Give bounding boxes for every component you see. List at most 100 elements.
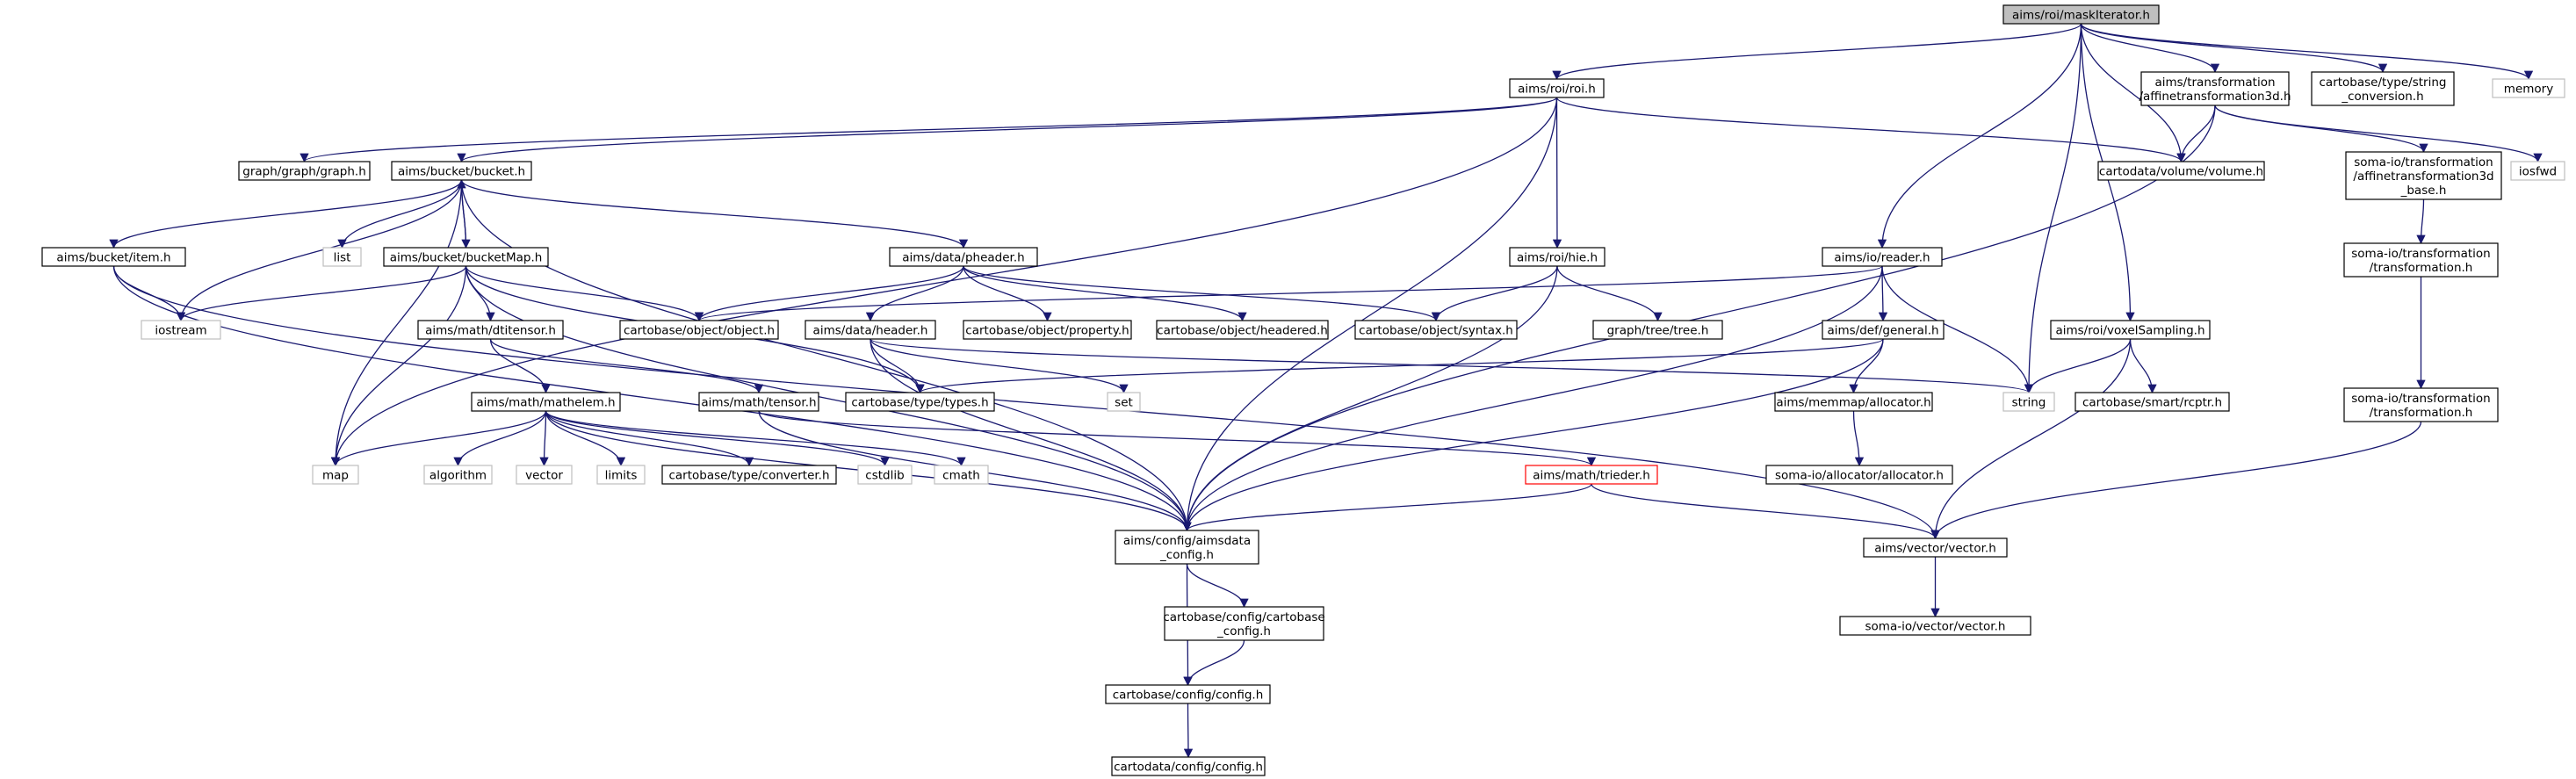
node-box bbox=[238, 161, 371, 181]
edge-configh-to-cartodataconfig bbox=[1183, 703, 1194, 759]
edge-mathelem-to-limits bbox=[545, 410, 626, 467]
node-box bbox=[312, 465, 359, 485]
node-label: aims/vector/vector.h bbox=[1874, 542, 1996, 556]
edge-bucketmap-to-bucket bbox=[457, 178, 467, 249]
node-maskiterator[interactable]: aims/roi/maskIterator.h bbox=[2002, 4, 2160, 25]
node-box bbox=[845, 392, 995, 412]
node-cartobaseconfig[interactable]: cartobase/config/cartobase_config.h bbox=[1163, 606, 1325, 641]
edge-reader-to-string bbox=[1881, 265, 2034, 394]
node-box bbox=[1774, 392, 1933, 412]
node-label: graph/graph/graph.h bbox=[242, 165, 366, 179]
node-object[interactable]: cartobase/object/object.h bbox=[619, 320, 779, 340]
node-mathelem[interactable]: aims/math/mathelem.h bbox=[471, 392, 621, 412]
node-box bbox=[1509, 247, 1605, 267]
edge-general-to-allocatorh bbox=[1849, 338, 1884, 394]
node-aimsdataconfig[interactable]: aims/config/aimsdata_config.h bbox=[1115, 530, 1259, 565]
node-configh[interactable]: cartobase/config/config.h bbox=[1105, 684, 1271, 704]
node-bucketmap[interactable]: aims/bucket/bucketMap.h bbox=[383, 247, 549, 267]
node-allocatorh[interactable]: aims/memmap/allocator.h bbox=[1774, 392, 1933, 412]
node-box bbox=[2311, 71, 2455, 106]
node-label: cartobase/type/converter.h bbox=[668, 469, 829, 483]
node-label: cartobase/config/cartobase_config.h bbox=[1163, 610, 1324, 638]
node-label: cartobase/type/types.h bbox=[851, 396, 988, 410]
node-tree[interactable]: graph/tree/tree.h bbox=[1592, 320, 1723, 340]
node-types[interactable]: cartobase/type/types.h bbox=[845, 392, 995, 412]
node-box bbox=[391, 161, 532, 181]
edge-pheader-to-object bbox=[694, 265, 964, 322]
node-box bbox=[1111, 756, 1266, 776]
node-headered[interactable]: cartobase/object/headered.h bbox=[1156, 320, 1329, 340]
node-graph[interactable]: graph/graph/graph.h bbox=[238, 161, 371, 181]
node-label: aims/roi/voxelSampling.h bbox=[2055, 324, 2204, 338]
node-hie[interactable]: aims/roi/hie.h bbox=[1509, 247, 1605, 267]
node-label: aims/data/header.h bbox=[813, 324, 928, 338]
node-box bbox=[383, 247, 549, 267]
edge-mathelem-to-vectorstd bbox=[539, 410, 549, 467]
edge-affinetrans-to-volume bbox=[2176, 105, 2216, 163]
node-bucket[interactable]: aims/bucket/bucket.h bbox=[391, 161, 532, 181]
edge-bucketmap-to-aimsdataconfig bbox=[465, 265, 1192, 532]
node-converter[interactable]: cartobase/type/converter.h bbox=[661, 465, 837, 485]
edge-item-to-iostream bbox=[112, 265, 186, 322]
node-label: cartobase/object/headered.h bbox=[1157, 324, 1328, 338]
edge-trieder-to-aimsvector bbox=[1591, 483, 1940, 540]
node-stringconv[interactable]: cartobase/type/string_conversion.h bbox=[2311, 71, 2455, 106]
node-syntax[interactable]: cartobase/object/syntax.h bbox=[1354, 320, 1518, 340]
node-label: soma-io/allocator/allocator.h bbox=[1775, 469, 1944, 483]
edge-voxelsampling-to-aimsvector bbox=[1930, 338, 2132, 540]
edge-roi-to-hie bbox=[1552, 97, 1562, 249]
node-reader[interactable]: aims/io/reader.h bbox=[1822, 247, 1943, 267]
edge-voxelsampling-to-rcptr bbox=[2129, 338, 2157, 394]
edge-hie-to-syntax bbox=[1431, 265, 1558, 322]
node-box bbox=[1115, 530, 1259, 565]
edge-aimsdataconfig-to-cartobaseconfig bbox=[1186, 563, 1249, 609]
edge-header-to-types bbox=[869, 338, 925, 394]
node-somaallocator[interactable]: soma-io/allocator/allocator.h bbox=[1765, 465, 1953, 485]
node-box bbox=[1164, 606, 1324, 641]
node-general[interactable]: aims/def/general.h bbox=[1822, 320, 1945, 340]
edge-tensor-to-trieder bbox=[758, 410, 1596, 467]
edge-roi-to-graph bbox=[299, 97, 1558, 163]
node-label: limits bbox=[605, 469, 638, 483]
node-rcptr[interactable]: cartobase/smart/rcptr.h bbox=[2075, 392, 2230, 412]
node-box bbox=[619, 320, 779, 340]
node-voxelsampling[interactable]: aims/roi/voxelSampling.h bbox=[2050, 320, 2211, 340]
node-volume[interactable]: cartodata/volume/volume.h bbox=[2097, 161, 2265, 181]
edge-bucketmap-to-map bbox=[330, 265, 467, 467]
node-label: aims/math/trieder.h bbox=[1533, 469, 1650, 483]
node-label: cartobase/type/string_conversion.h bbox=[2320, 76, 2447, 104]
node-tensor[interactable]: aims/math/tensor.h bbox=[698, 392, 819, 412]
edge-somatransformation2-to-aimsvector bbox=[1930, 421, 2422, 540]
node-cartodataconfig[interactable]: cartodata/config/config.h bbox=[1111, 756, 1266, 776]
edge-header-to-set bbox=[869, 338, 1129, 394]
node-box bbox=[934, 465, 989, 485]
node-property[interactable]: cartobase/object/property.h bbox=[963, 320, 1132, 340]
node-box bbox=[2002, 4, 2160, 25]
node-label: aims/bucket/bucket.h bbox=[398, 165, 525, 179]
node-map: map bbox=[312, 465, 359, 485]
node-box bbox=[2050, 320, 2211, 340]
node-dtitensor[interactable]: aims/math/dtitensor.h bbox=[417, 320, 564, 340]
node-label: cstdlib bbox=[865, 469, 904, 483]
node-somavector[interactable]: soma-io/vector/vector.h bbox=[1839, 616, 2031, 636]
node-header[interactable]: aims/data/header.h bbox=[805, 320, 936, 340]
node-somatransformation2[interactable]: soma-io/transformation/transformation.h bbox=[2343, 387, 2499, 422]
edge-bucket-to-item bbox=[109, 179, 463, 249]
node-algorithm: algorithm bbox=[423, 465, 493, 485]
node-somatransformation1[interactable]: soma-io/transformation/transformation.h bbox=[2343, 242, 2499, 278]
edge-trieder-to-aimsdataconfig bbox=[1182, 483, 1592, 532]
edge-header-to-aimsdataconfig bbox=[869, 338, 1192, 532]
node-box bbox=[141, 320, 221, 340]
node-somaaffinebase[interactable]: soma-io/transformation/affinetransformat… bbox=[2345, 151, 2502, 200]
node-affinetrans[interactable]: aims/transformation/affinetransformation… bbox=[2139, 71, 2291, 106]
node-limits: limits bbox=[596, 465, 646, 485]
node-aimsvector[interactable]: aims/vector/vector.h bbox=[1863, 537, 2008, 558]
edge-maskiterator-to-memory bbox=[2080, 23, 2534, 81]
node-pheader[interactable]: aims/data/pheader.h bbox=[889, 247, 1038, 267]
node-string: string bbox=[2002, 392, 2055, 412]
node-label: map bbox=[322, 469, 349, 483]
node-trieder[interactable]: aims/math/trieder.h bbox=[1525, 465, 1658, 485]
node-box bbox=[1765, 465, 1953, 485]
node-roi[interactable]: aims/roi/roi.h bbox=[1509, 78, 1605, 98]
node-item[interactable]: aims/bucket/item.h bbox=[41, 247, 186, 267]
